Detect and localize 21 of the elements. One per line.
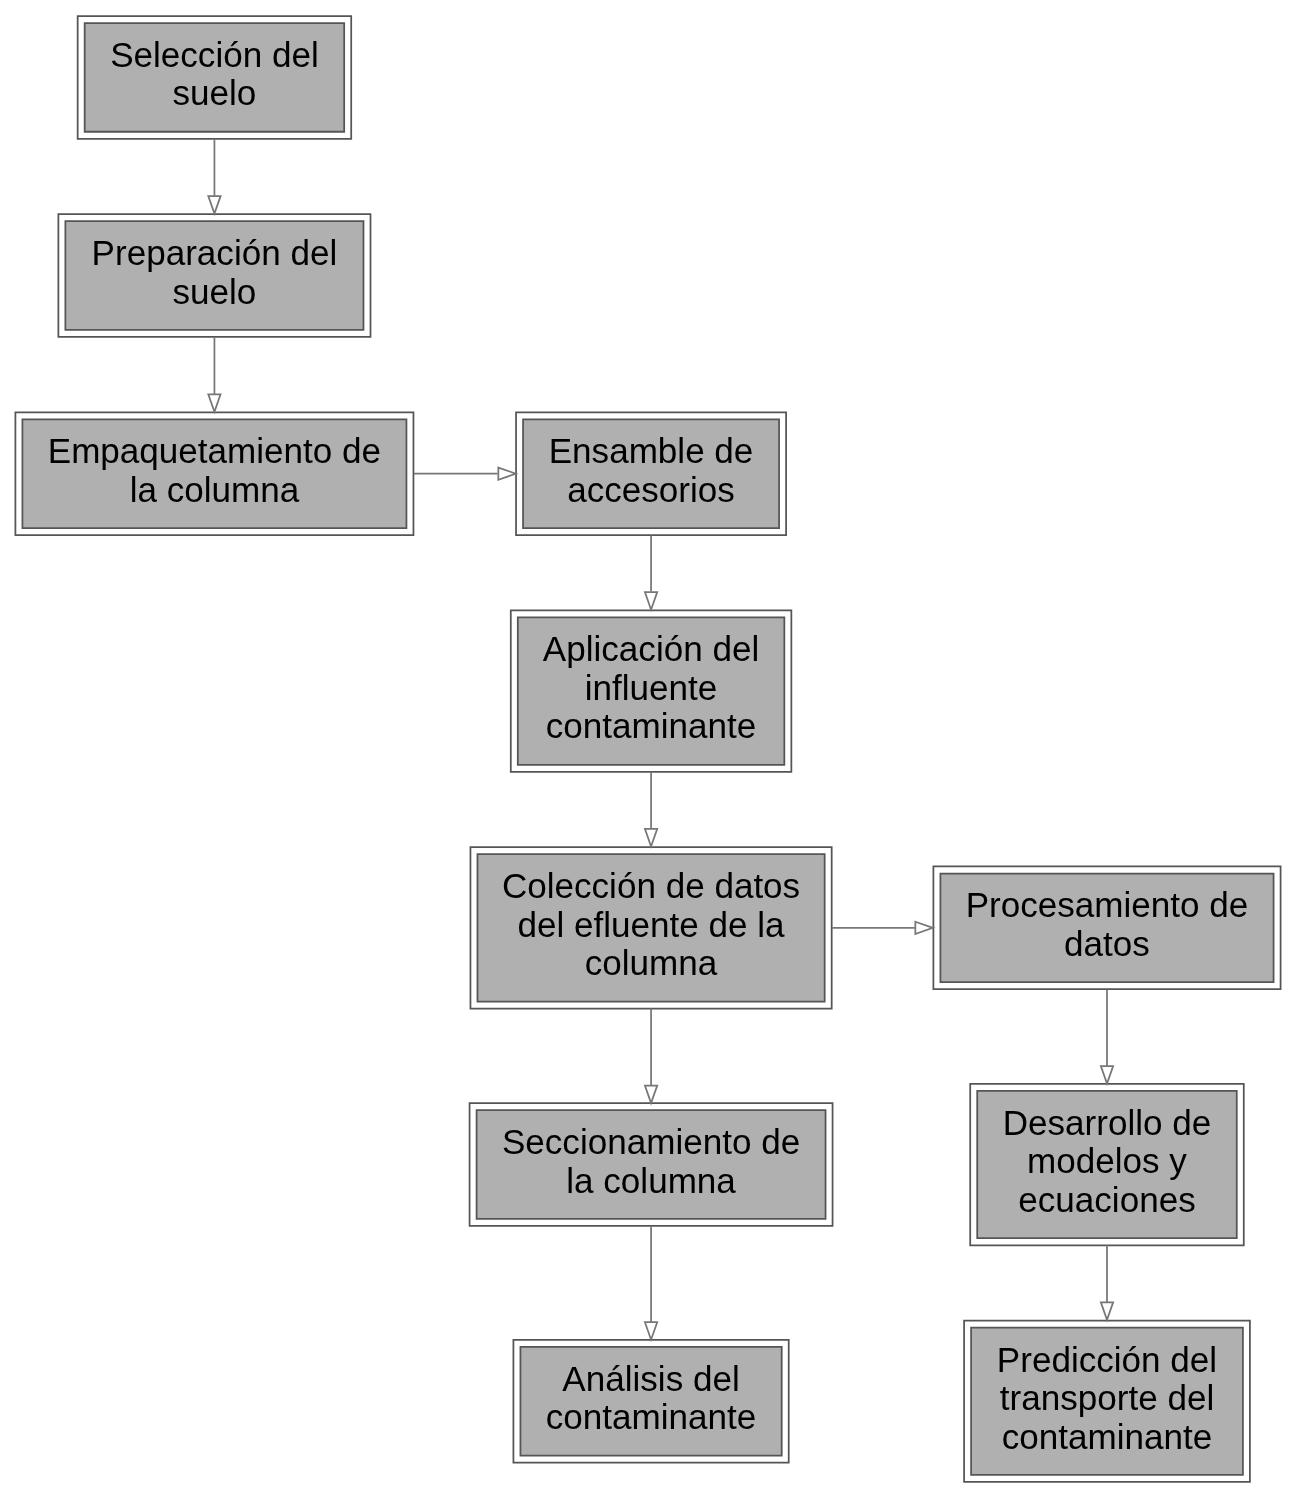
node-box: Empaquetamiento de la columna: [14, 411, 415, 536]
node-box: Seccionamiento de la columna: [468, 1102, 834, 1227]
node-box: Aplicación del influente contaminante: [509, 609, 793, 773]
arrow: [1099, 988, 1115, 1087]
arrow: [643, 770, 659, 850]
node-box: Colección de datos del efluente de la columna: [469, 846, 833, 1010]
arrow: [643, 534, 659, 613]
arrow: [830, 920, 936, 936]
node-box: Ensamble de accesorios: [515, 411, 787, 536]
node-box: Análisis del contaminante: [512, 1339, 790, 1464]
node-box: Preparación del suelo: [57, 213, 372, 338]
arrow: [643, 1007, 659, 1106]
node-box: Desarrollo de modelos y ecuaciones: [969, 1083, 1245, 1247]
arrow: [1099, 1244, 1115, 1323]
arrow: [207, 138, 222, 217]
node-box: Predicción del transporte del contaminante: [963, 1319, 1251, 1483]
node-box: Procesamiento de datos: [932, 865, 1282, 991]
arrow: [413, 466, 519, 482]
arrow: [207, 336, 222, 415]
node-box: Selección del suelo: [76, 15, 353, 140]
arrow: [643, 1225, 659, 1343]
